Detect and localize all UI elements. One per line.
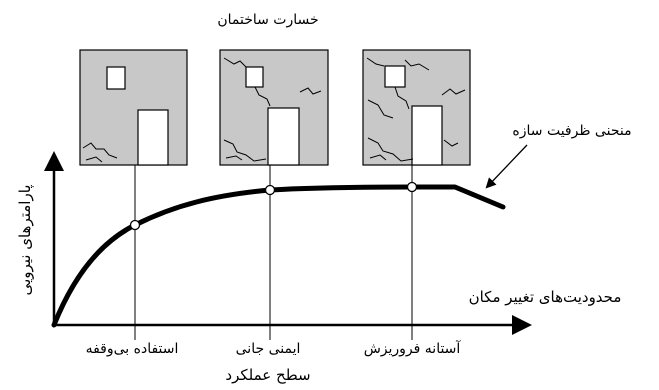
curve-label: منحنی ظرفیت سازه [512, 123, 631, 139]
building-panel-1 [79, 49, 188, 166]
x-axis-label: محدودیت‌های تغییر مکان [469, 288, 622, 306]
door-shape [267, 107, 300, 166]
performance-point-3 [406, 181, 418, 193]
crack-lines [366, 57, 466, 162]
performance-level-label-3: آستانه فروریزش [364, 340, 462, 357]
performance-level-label-2: ایمنی جانی [236, 341, 301, 357]
performance-point-1 [129, 219, 141, 231]
y-axis-label: پارامترهای نیرویی [16, 185, 35, 296]
x-axis-caption: سطح عملکرد [225, 366, 310, 384]
window-shape [245, 66, 264, 88]
performance-point-2 [264, 184, 276, 196]
performance-level-label-1: استفاده بی‌وقفه [86, 341, 179, 357]
building-panel-2 [219, 49, 329, 166]
window-shape [106, 66, 126, 90]
capacity-curve [51, 184, 506, 328]
building-panel-3 [362, 49, 471, 166]
window-shape [384, 65, 406, 88]
curve-label-pointer [485, 144, 528, 189]
diagram-title: خسارت ساختمان [217, 12, 318, 28]
door-shape [137, 109, 169, 166]
door-shape [411, 105, 443, 166]
crack-lines [82, 142, 118, 163]
crack-lines [223, 57, 322, 162]
